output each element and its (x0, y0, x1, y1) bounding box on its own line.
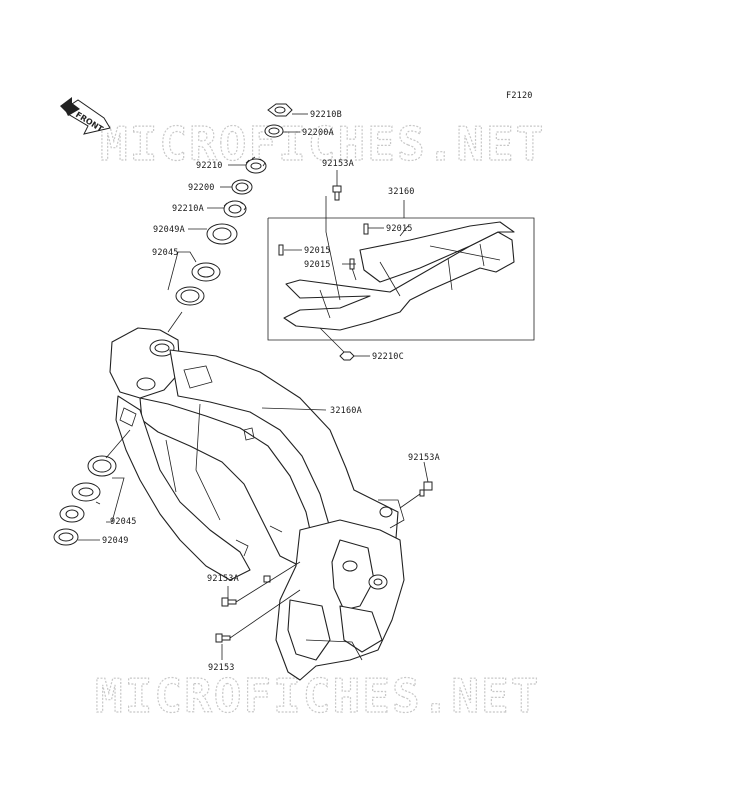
nut-frame-mid (263, 575, 271, 583)
bolt-92153 (215, 633, 231, 643)
main-frame (109, 327, 405, 681)
label-92200A: 92200A (302, 128, 334, 138)
figure-code: F2120 (506, 91, 533, 101)
bolt-92153A-bottom (221, 597, 237, 607)
label-92045-bottom: 92045 (110, 517, 137, 527)
label-92015-a: 92015 (386, 224, 413, 234)
label-92045-top: 92045 (152, 248, 179, 258)
label-92015-c: 92015 (304, 260, 331, 270)
label-92210B: 92210B (310, 110, 342, 120)
label-92015-b: 92015 (304, 246, 331, 256)
label-92153A-top: 92153A (322, 159, 354, 169)
label-92153: 92153 (208, 663, 235, 673)
watermark-top: MICROFICHES.NET (100, 117, 545, 171)
bolt-92153A-right (419, 481, 433, 497)
front-arrow-icon: FRONT (60, 97, 111, 135)
label-92210: 92210 (196, 161, 223, 171)
label-32160: 32160 (388, 187, 415, 197)
label-92049: 92049 (102, 536, 129, 546)
label-92210C: 92210C (372, 352, 404, 362)
subframe-assembly (267, 200, 535, 341)
label-92210A: 92210A (172, 204, 204, 214)
label-32160A: 32160A (330, 406, 362, 416)
bolt-92153A-top (332, 185, 342, 201)
label-92153A-bottom: 92153A (207, 574, 239, 584)
nut-92210C (339, 351, 355, 361)
steering-stem-parts (175, 103, 293, 306)
lower-bearing-parts (53, 455, 117, 546)
label-92200: 92200 (188, 183, 215, 193)
watermark-bottom: MICROFICHES.NET (95, 669, 540, 723)
label-92153A-right: 92153A (408, 453, 440, 463)
label-92049A: 92049A (153, 225, 185, 235)
